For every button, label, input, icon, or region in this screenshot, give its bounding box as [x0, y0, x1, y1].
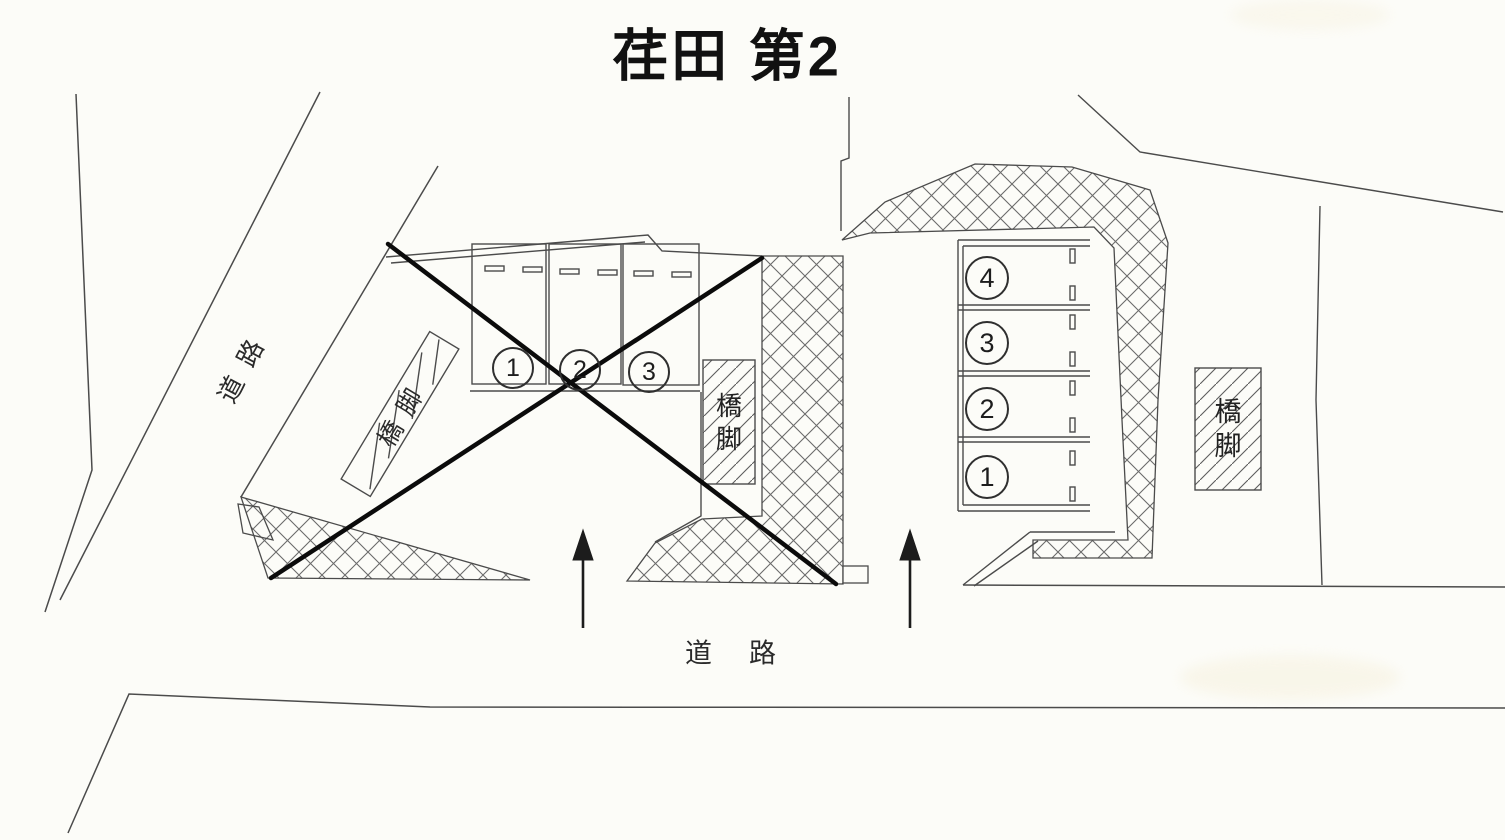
page-title: 荏田 第2 [612, 24, 842, 88]
right-lot-spot-1: 1 [965, 455, 1009, 499]
wheel-stops-left [484, 265, 692, 278]
right-lot-spot-2: 2 [965, 387, 1009, 431]
hatched-strip-middle [625, 255, 844, 585]
left-lot-spot-3: 3 [628, 351, 670, 393]
cross-out-mark [268, 241, 839, 587]
wheel-stops-right [1069, 248, 1076, 502]
pier-label-char: 脚 [1214, 430, 1242, 461]
pier-label-right: 橋 脚 [1195, 368, 1261, 490]
right-lot [957, 239, 1115, 587]
bottom-road-label: 道 路 [685, 638, 781, 669]
pier-label-char: 脚 [715, 423, 742, 454]
boundary-lines [840, 94, 1504, 586]
small-corner-box [842, 565, 869, 584]
small-quad [237, 503, 275, 541]
left-lot-spot-2: 2 [559, 349, 601, 391]
entrance-arrow-icon [572, 528, 594, 628]
pier-middle-box [702, 359, 756, 485]
right-lot-spot-3: 3 [965, 321, 1009, 365]
entrance-arrow-icon [899, 528, 921, 628]
pier-left-box [340, 330, 460, 498]
hatched-areas [237, 163, 1169, 585]
bottom-road [67, 584, 1505, 834]
pier-label-char: 橋 [1214, 396, 1242, 427]
left-road [44, 91, 439, 613]
hatched-band-right [841, 163, 1169, 559]
pier-right-box [1194, 367, 1262, 491]
scan-stain [1230, 0, 1390, 30]
pier-label-middle: 橋 脚 [703, 360, 755, 484]
pier-label-char: 橋 [715, 390, 742, 421]
hatched-wedge-left [239, 496, 531, 581]
right-lot-spot-4: 4 [965, 256, 1009, 300]
scan-stain [1180, 655, 1400, 700]
left-lot-spot-1: 1 [492, 347, 534, 389]
